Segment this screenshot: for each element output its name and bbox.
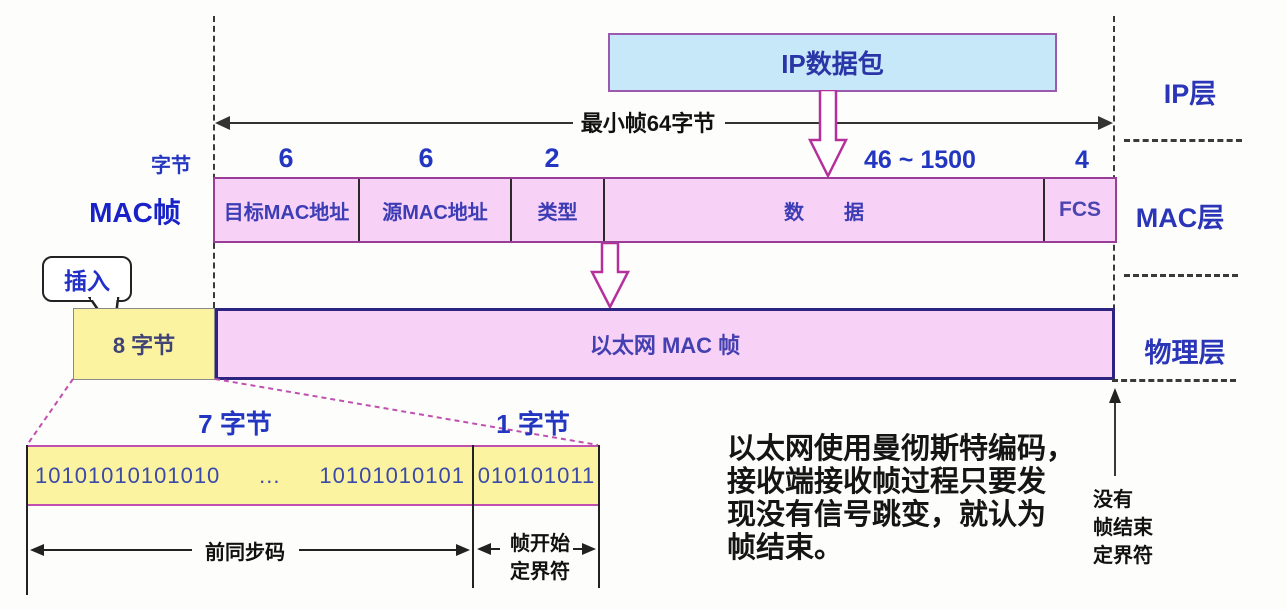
sfd-dimension-arrows (477, 543, 596, 555)
preamble-bits-box: 10101010101010 ... 10101010101 (27, 445, 473, 506)
min-frame-label: 最小帧64字节 (573, 109, 723, 136)
mac-frame-row: 目标MAC地址 源MAC地址 类型 数 据 FCS (213, 177, 1117, 243)
physical-layer-label: 物理层 (1144, 338, 1226, 368)
mac-layer-label: MAC层 (1135, 203, 1225, 233)
frame-end-up-arrow-icon (1109, 388, 1121, 476)
insert-callout: 插入 (42, 256, 132, 302)
tick-left (26, 445, 28, 595)
expansion-dashed-lines (26, 378, 599, 446)
mac-physical-layer-separator (1124, 274, 1238, 277)
note-line-3: 现没有信号跳变，就认为 (727, 499, 1047, 531)
ethernet-mac-frame-label: 以太网 MAC 帧 (589, 333, 741, 358)
ip-packet-box: IP数据包 (608, 33, 1057, 92)
tick-right (598, 445, 600, 588)
ip-mac-layer-separator (1124, 139, 1242, 142)
note-line-4: 帧结束。 (727, 532, 844, 564)
insert-callout-label: 插入 (64, 268, 110, 294)
manchester-note: 以太网使用曼彻斯特编码， 接收端接收帧过程只要发 现没有信号跳变，就认为 帧结束… (727, 433, 1075, 565)
sfd-size-label: 1 字节 (496, 409, 570, 439)
ip-packet-label: IP数据包 (781, 49, 884, 79)
field-data-label: 数 据 (784, 201, 864, 224)
frame-left-boundary-dashed-line (213, 16, 215, 308)
preamble-bits-end: 10101010101 (319, 462, 465, 488)
ethernet-mac-frame-box: 以太网 MAC 帧 (215, 308, 1115, 380)
bytes-type: 2 (544, 143, 560, 173)
mac-frame-label: MAC帧 (89, 197, 181, 228)
no-end-delimiter-note: 没有 帧结束 定界符 (1093, 486, 1153, 570)
sfd-label-line1: 帧开始 (510, 533, 570, 555)
field-src-mac: 源MAC地址 (358, 179, 510, 241)
field-dest-mac-label: 目标MAC地址 (223, 201, 350, 224)
no-end-line-2: 帧结束 (1093, 517, 1153, 539)
preamble-bits-start: 10101010101010 (35, 462, 221, 488)
field-dest-mac: 目标MAC地址 (215, 179, 358, 241)
min-frame-label-text: 最小帧64字节 (580, 111, 716, 136)
field-data: 数 据 (603, 179, 1043, 241)
sfd-bits: 010101011 (477, 462, 596, 488)
field-type: 类型 (510, 179, 603, 241)
preamble-bits-ellipsis: ... (259, 462, 281, 488)
sfd-label-line2: 定界符 (510, 561, 570, 583)
preamble-size-label: 7 字节 (198, 409, 272, 439)
min-frame-double-arrow (215, 116, 1113, 130)
note-line-1: 以太网使用曼彻斯特编码， (727, 433, 1076, 465)
preamble-label-text: 前同步码 (205, 541, 285, 564)
ip-layer-label: IP层 (1163, 79, 1217, 109)
bytes-data: 46 ~ 1500 (864, 146, 976, 174)
tick-middle (472, 445, 474, 588)
no-end-line-3: 定界符 (1093, 545, 1153, 567)
preamble-8bytes-label: 8 字节 (112, 333, 176, 358)
physical-layer-bottom-separator (1112, 379, 1236, 382)
ip-to-mac-down-arrow-icon (807, 90, 849, 179)
sfd-bits-box: 010101011 (473, 445, 600, 506)
bytes-dest-mac: 6 (278, 143, 294, 173)
preamble-8bytes-box: 8 字节 (73, 308, 215, 380)
bytes-fcs: 4 (1075, 146, 1089, 174)
mac-to-physical-down-arrow-icon (589, 243, 631, 309)
preamble-dimension-arrow (30, 544, 470, 556)
no-end-line-1: 没有 (1093, 489, 1133, 511)
bytes-src-mac: 6 (418, 143, 434, 173)
field-src-mac-label: 源MAC地址 (382, 201, 488, 224)
field-fcs-label: FCS (1059, 198, 1101, 221)
preamble-label: 前同步码 (195, 538, 295, 564)
field-type-label: 类型 (537, 201, 578, 224)
note-line-2: 接收端接收帧过程只要发 (727, 466, 1047, 498)
field-fcs: FCS (1043, 179, 1115, 241)
byte-unit-label: 字节 (151, 155, 191, 177)
